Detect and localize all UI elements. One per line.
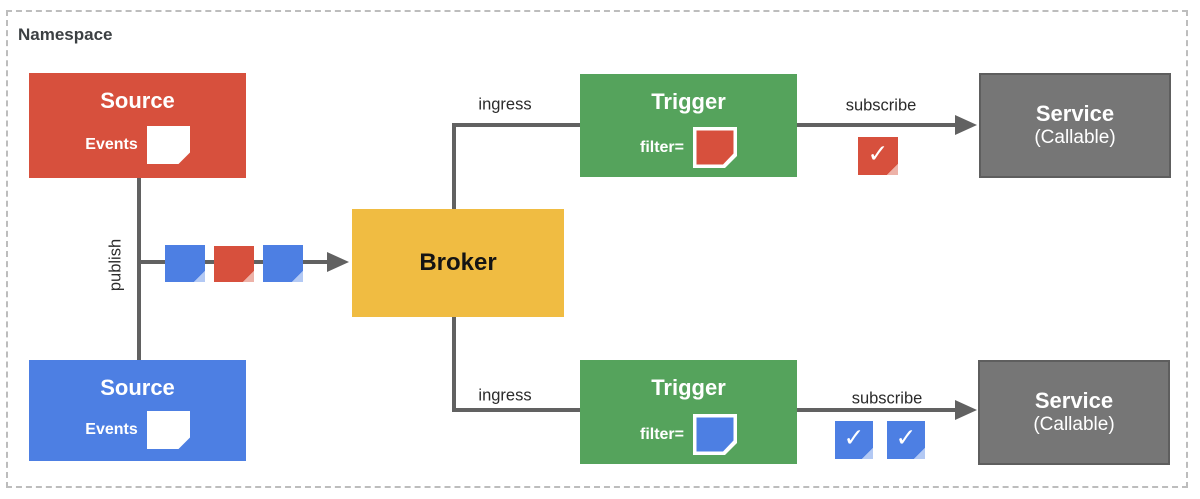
- namespace-label: Namespace: [18, 25, 113, 44]
- ingress-bottom-line-vertical: [452, 317, 456, 412]
- service-top-box: Service (Callable): [979, 73, 1171, 178]
- publish-line: [137, 177, 141, 360]
- service-top-title: Service: [1035, 100, 1115, 126]
- check-icon: ✓: [843, 423, 865, 452]
- events-label: Events: [85, 421, 138, 438]
- check-icon: ✓: [867, 139, 889, 168]
- checked-event-note-blue-icon: ✓: [887, 421, 925, 459]
- message-note-blue-icon: [165, 245, 205, 282]
- publish-to-broker-arrowhead-icon: [327, 252, 349, 272]
- subscribe-bottom-label: subscribe: [851, 389, 923, 408]
- checked-event-note-red-icon: ✓: [858, 137, 898, 175]
- message-note-red-icon: [214, 246, 254, 282]
- subscribe-top-label: subscribe: [845, 96, 917, 115]
- service-bottom-title: Service: [1034, 387, 1114, 413]
- source-bottom-box: Source Events: [29, 360, 246, 461]
- trigger-top-box: Trigger filter=: [580, 74, 797, 177]
- ingress-bottom-label: ingress: [478, 386, 532, 405]
- service-bottom-subtitle: (Callable): [1033, 414, 1115, 436]
- filter-note-red-icon: [693, 127, 737, 168]
- source-top-title: Source: [100, 88, 175, 113]
- source-top-box: Source Events: [29, 73, 246, 178]
- trigger-top-title: Trigger: [651, 89, 726, 114]
- broker-title: Broker: [419, 249, 497, 276]
- ingress-top-line-horizontal: [452, 123, 580, 127]
- check-icon: ✓: [895, 423, 917, 452]
- subscribe-top-line: [797, 123, 956, 127]
- ingress-top-line-vertical: [452, 123, 456, 209]
- service-top-subtitle: (Callable): [1034, 127, 1116, 149]
- subscribe-bottom-arrowhead-icon: [955, 400, 977, 420]
- filter-label: filter=: [639, 425, 684, 443]
- trigger-bottom-title: Trigger: [651, 375, 726, 400]
- namespace-boundary: [6, 10, 1188, 488]
- broker-box: Broker: [352, 209, 564, 317]
- ingress-bottom-line-horizontal: [452, 408, 580, 412]
- event-note-white-icon: [146, 411, 190, 449]
- filter-note-blue-icon: [693, 414, 737, 455]
- subscribe-bottom-line: [797, 408, 956, 412]
- publish-label: publish: [106, 238, 125, 292]
- event-note-white-icon: [146, 126, 190, 164]
- events-label: Events: [85, 136, 138, 153]
- source-bottom-title: Source: [100, 375, 175, 400]
- ingress-top-label: ingress: [478, 95, 532, 114]
- message-note-blue-icon: [263, 245, 303, 282]
- trigger-bottom-box: Trigger filter=: [580, 360, 797, 464]
- checked-event-note-blue-icon: ✓: [835, 421, 873, 459]
- filter-label: filter=: [639, 138, 684, 156]
- subscribe-top-arrowhead-icon: [955, 115, 977, 135]
- service-bottom-box: Service (Callable): [978, 360, 1170, 465]
